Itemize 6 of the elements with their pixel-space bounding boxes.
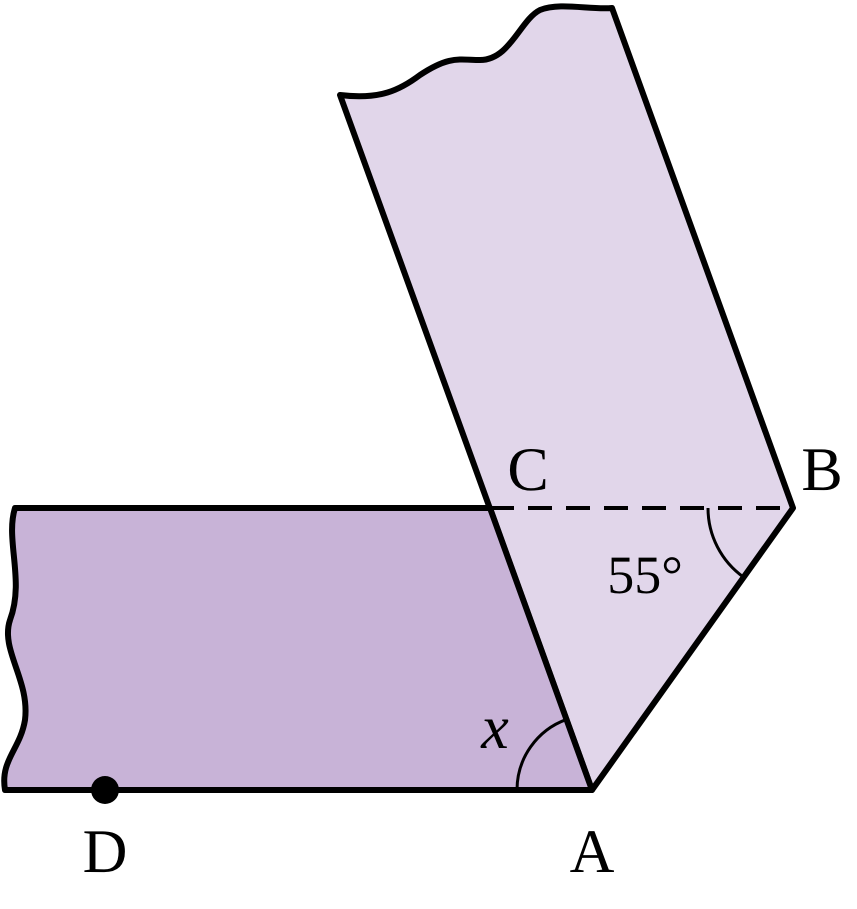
- angle-label: x: [481, 697, 509, 759]
- point-label: C: [507, 439, 549, 501]
- angle-label: 55°: [607, 548, 683, 602]
- point-label: D: [82, 821, 128, 883]
- point-label: A: [570, 821, 614, 883]
- point-label: B: [801, 439, 843, 501]
